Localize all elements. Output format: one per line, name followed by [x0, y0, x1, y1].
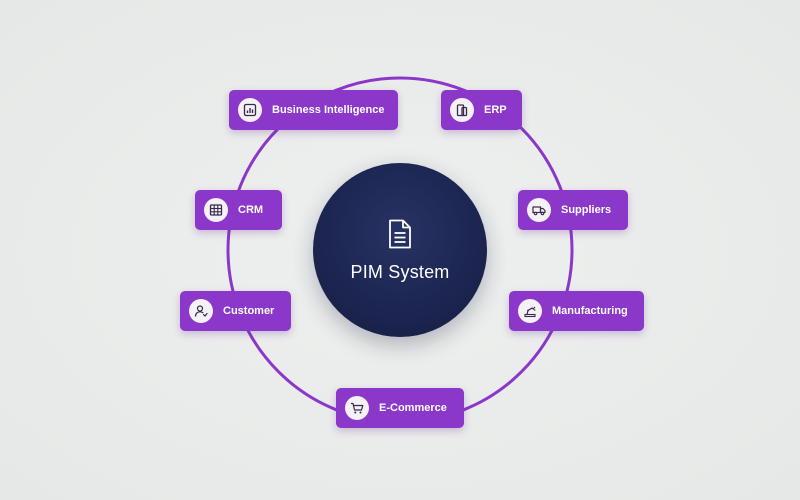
node-suppliers[interactable]: Suppliers [518, 190, 628, 230]
truck-icon [527, 198, 551, 222]
node-label: E-Commerce [379, 402, 447, 414]
node-customer[interactable]: Customer [180, 291, 291, 331]
node-erp[interactable]: ERP [441, 90, 522, 130]
machine-arm-icon [518, 299, 542, 323]
clipboard-icon [450, 98, 474, 122]
bar-chart-icon [238, 98, 262, 122]
node-label: ERP [484, 104, 507, 116]
user-icon [189, 299, 213, 323]
pim-system-hub[interactable]: PIM System [313, 163, 487, 337]
node-manufacturing[interactable]: Manufacturing [509, 291, 644, 331]
node-label: Suppliers [561, 204, 612, 216]
shopping-cart-icon [345, 396, 369, 420]
node-business-intelligence[interactable]: Business Intelligence [229, 90, 398, 130]
hub-title: PIM System [350, 262, 450, 282]
node-label: Business Intelligence [272, 104, 385, 116]
node-e-commerce[interactable]: E-Commerce [336, 388, 464, 428]
node-crm[interactable]: CRM [195, 190, 282, 230]
node-label: Manufacturing [552, 305, 628, 317]
node-label: Customer [223, 305, 275, 317]
document-icon [389, 219, 411, 249]
node-label: CRM [238, 204, 264, 216]
table-icon [204, 198, 228, 222]
